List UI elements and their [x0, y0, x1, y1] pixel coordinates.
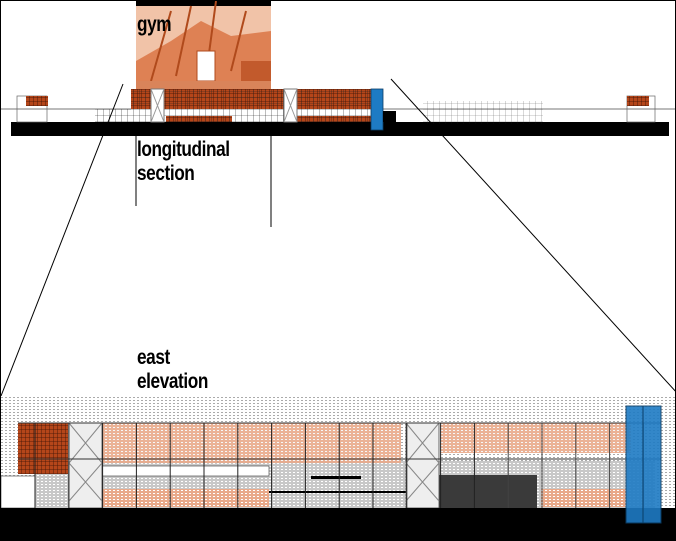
- longitudinal-section: [1, 88, 675, 136]
- projection-line: [390, 78, 675, 392]
- photo-caption: gym: [137, 13, 172, 36]
- gym-photo: [136, 1, 271, 89]
- section-title-line1: longitudinal: [137, 138, 230, 161]
- elevation-title-line1: east: [137, 346, 170, 369]
- elevation-title-line2: elevation: [137, 370, 208, 393]
- east-elevation: [1, 396, 675, 540]
- section-title-line2: section: [137, 162, 195, 185]
- projection-line: [1, 83, 124, 397]
